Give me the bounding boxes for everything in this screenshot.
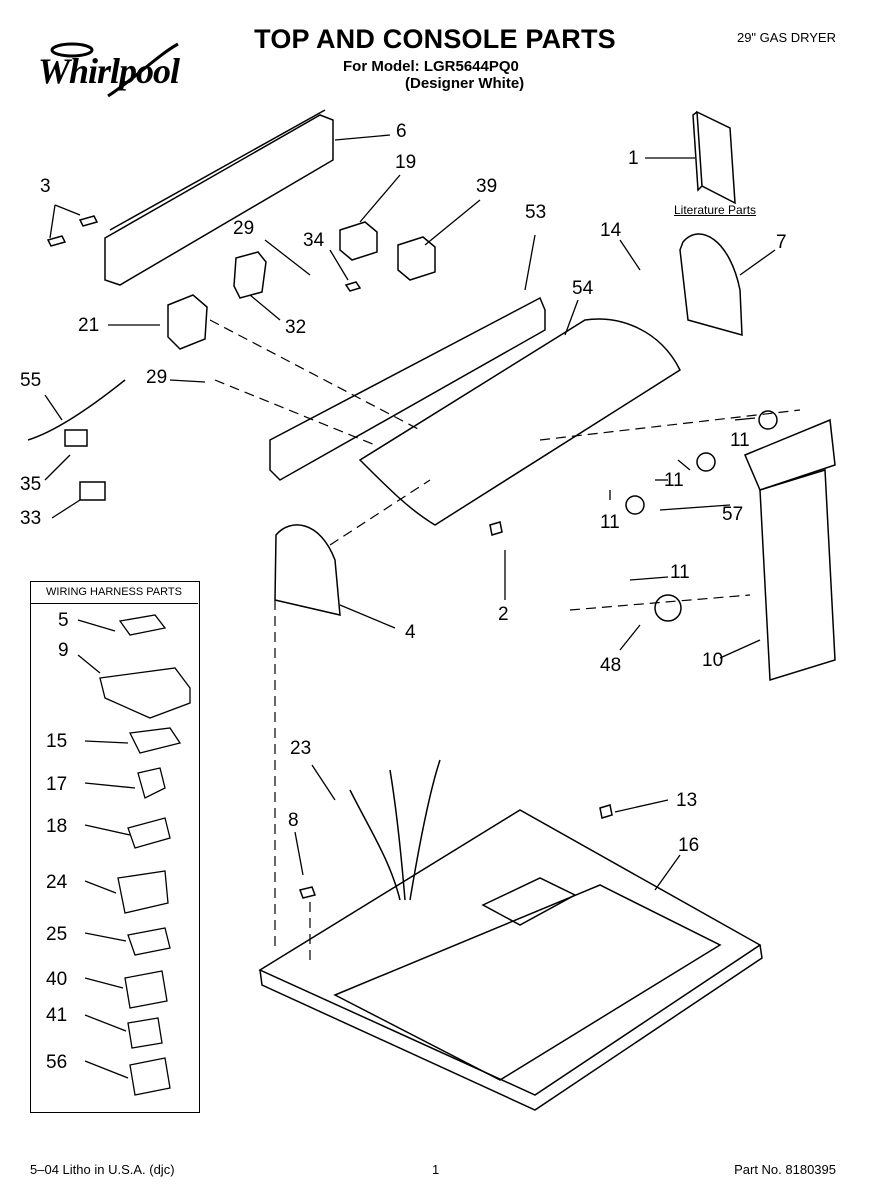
knob-part: [758, 410, 778, 430]
callout-16: 16: [678, 835, 700, 856]
callout-39: 39: [476, 176, 498, 197]
callout-15: 15: [46, 731, 68, 752]
lint-screen-part: [759, 469, 836, 681]
literature-book-part: [696, 110, 736, 205]
callout-24: 24: [46, 872, 68, 893]
callout-55: 55: [20, 370, 42, 391]
footer-page-number: 1: [432, 1162, 440, 1177]
callout-11-a: 11: [730, 430, 750, 451]
callout-10: 10: [702, 650, 724, 671]
connector-part: [64, 429, 88, 447]
callout-5: 5: [58, 610, 69, 631]
timer-part: [167, 294, 208, 350]
console-end-cap-part: [679, 233, 743, 336]
callout-13: 13: [676, 790, 698, 811]
callout-23: 23: [290, 738, 312, 759]
wiring-harness-title: WIRING HARNESS PARTS: [30, 581, 198, 604]
screw-part: [78, 215, 99, 227]
callout-21: 21: [78, 315, 100, 336]
callout-11-c: 11: [600, 512, 620, 533]
callout-19: 19: [395, 152, 417, 173]
console-part: [358, 318, 681, 526]
callout-29-a: 29: [233, 218, 255, 239]
callout-6: 6: [396, 121, 407, 142]
knob-part: [654, 594, 682, 622]
whirlpool-logo-swirl: [50, 42, 179, 98]
switch-part: [339, 221, 378, 261]
footer-litho: 5–04 Litho in U.S.A. (djc): [30, 1162, 175, 1177]
callout-9: 9: [58, 640, 69, 661]
switch-part: [397, 236, 436, 281]
connector-part: [79, 481, 106, 501]
callout-4: 4: [405, 622, 416, 643]
callout-18: 18: [46, 816, 68, 837]
control-panel-part: [269, 296, 546, 481]
knob-part: [696, 452, 716, 472]
brand-logo: Whirlpool: [38, 51, 180, 91]
callout-56: 56: [46, 1052, 68, 1073]
callout-53: 53: [525, 202, 547, 223]
callout-54: 54: [572, 278, 594, 299]
wiring-harness-panel: [30, 581, 200, 1113]
product-label: 29" GAS DRYER: [736, 30, 836, 45]
callout-34: 34: [303, 230, 325, 251]
variant-line: (Designer White): [405, 75, 525, 92]
callout-1: 1: [628, 148, 639, 169]
callout-41: 41: [46, 1005, 68, 1026]
callout-32: 32: [285, 317, 307, 338]
callout-35: 35: [20, 474, 42, 495]
console-end-cap-part: [274, 524, 341, 616]
callout-48: 48: [600, 655, 622, 676]
callout-8: 8: [288, 810, 299, 831]
knob-part: [625, 495, 645, 515]
callout-40: 40: [46, 969, 68, 990]
callout-25: 25: [46, 924, 68, 945]
rear-bracket-part: [104, 114, 334, 286]
callout-33: 33: [20, 508, 42, 529]
screw-part: [46, 235, 67, 247]
callout-11-d: 11: [670, 562, 690, 583]
callout-2: 2: [498, 604, 509, 625]
callout-14: 14: [600, 220, 622, 241]
page-title: TOP AND CONSOLE PARTS: [254, 24, 616, 54]
callout-3: 3: [40, 176, 51, 197]
callout-29-b: 29: [146, 367, 168, 388]
literature-parts-label: Literature Parts: [674, 203, 757, 217]
harness-parts-illustration: [77, 614, 191, 1096]
callout-17: 17: [46, 774, 68, 795]
callout-57: 57: [722, 504, 744, 525]
model-line: For Model: LGR5644PQ0: [343, 58, 519, 75]
callout-11-b: 11: [664, 470, 684, 491]
footer-part-number: Part No. 8180395: [734, 1162, 836, 1177]
callout-7: 7: [776, 232, 787, 253]
